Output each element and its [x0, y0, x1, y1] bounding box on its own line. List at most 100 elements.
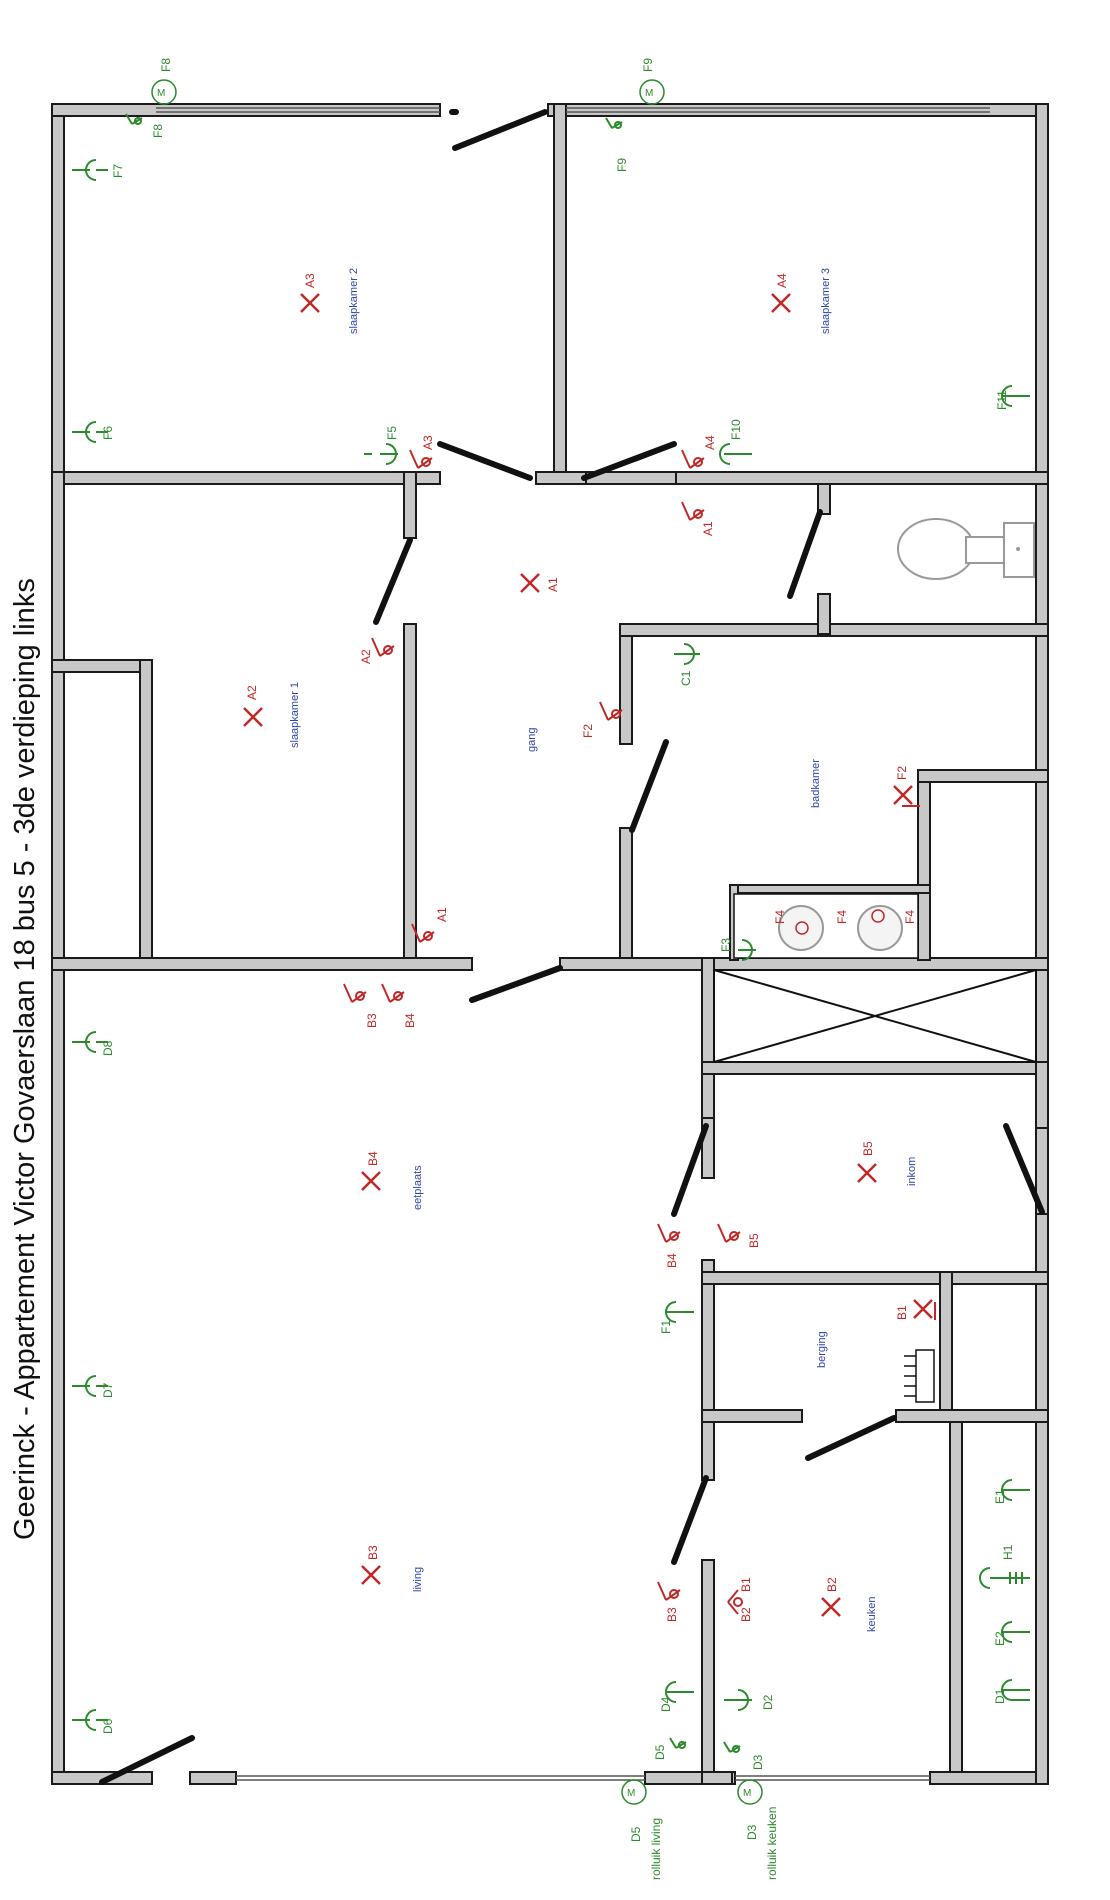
socket-f7-icon: F7: [72, 159, 125, 181]
room-label-berging: berging: [816, 1331, 828, 1368]
socket-d2-icon: D2: [724, 1689, 775, 1711]
shutter-motor-f9-icon: M F9 F9: [605, 58, 665, 172]
svg-text:D5: D5: [653, 1744, 667, 1760]
switch-a1-bottom-icon: A1: [411, 907, 449, 943]
switch-a4-icon: A4: [681, 435, 717, 469]
svg-text:F10: F10: [729, 419, 743, 440]
switch-b2-icon: B2: [727, 1589, 753, 1622]
socket-e2-icon: E2: [993, 1621, 1030, 1646]
socket-c1-icon: C1: [674, 643, 700, 686]
svg-text:A3: A3: [421, 435, 435, 450]
switch-b4-bottom-icon: B4: [657, 1223, 681, 1268]
svg-text:D3: D3: [751, 1754, 765, 1770]
svg-text:B1: B1: [739, 1577, 753, 1592]
light-point-a3-icon: A3: [300, 273, 320, 313]
socket-f5-icon: F5: [364, 426, 399, 465]
spot-labels: F4 F4 F4: [773, 910, 917, 924]
svg-text:D5: D5: [629, 1826, 643, 1842]
socket-f10-icon: F10: [719, 419, 752, 465]
light-point-f2-icon: F2: [893, 766, 920, 807]
socket-f6-icon: F6: [72, 421, 115, 443]
svg-text:D8: D8: [101, 1040, 115, 1056]
svg-text:A3: A3: [303, 273, 317, 288]
svg-text:B2: B2: [825, 1577, 839, 1592]
room-label-gang: gang: [526, 728, 538, 752]
svg-text:F7: F7: [111, 164, 125, 178]
switch-b3-top-icon: B3: [343, 983, 379, 1028]
room-label-living: living: [412, 1567, 424, 1592]
svg-text:A1: A1: [546, 577, 560, 592]
svg-text:D3: D3: [745, 1824, 759, 1840]
sockets: F7 F6 F5 F10 F11 C1 D8 D7: [72, 159, 1030, 1734]
svg-text:D2: D2: [761, 1694, 775, 1710]
light-point-b2-icon: B2: [821, 1577, 841, 1617]
socket-d4-icon: D4: [659, 1681, 694, 1712]
svg-text:M: M: [157, 88, 165, 99]
svg-text:A4: A4: [775, 273, 789, 288]
room-label-eetplaats: eetplaats: [412, 1165, 424, 1210]
svg-text:B5: B5: [747, 1233, 761, 1248]
switch-a3-icon: A3: [409, 435, 435, 469]
svg-text:B4: B4: [665, 1253, 679, 1268]
svg-text:F2: F2: [895, 766, 909, 780]
shutter-motor-d3-icon: M D3 D3 rolluik keuken: [723, 1741, 779, 1880]
svg-text:H1: H1: [1001, 1544, 1015, 1560]
room-label-slaapkamer1: slaapkamer 1: [289, 682, 301, 748]
svg-text:M: M: [627, 1788, 635, 1799]
svg-text:B3: B3: [665, 1607, 679, 1622]
svg-text:F4: F4: [773, 910, 787, 924]
switch-f2-icon: F2: [581, 701, 623, 738]
svg-text:B4: B4: [403, 1013, 417, 1028]
svg-text:E2: E2: [993, 1631, 1007, 1646]
svg-text:M: M: [743, 1788, 751, 1799]
light-points: A3 A4 A1 A2 F2 B4 B5 B1: [243, 273, 936, 1617]
radiator-icon: [904, 1349, 935, 1403]
svg-text:A2: A2: [359, 649, 373, 664]
plan-title: Geerinck - Appartement Victor Govaerslaa…: [9, 578, 41, 1540]
shutter-motor-f8-icon: M F8 F8: [125, 58, 177, 138]
svg-text:D6: D6: [101, 1718, 115, 1734]
svg-text:D4: D4: [659, 1696, 673, 1712]
svg-text:A2: A2: [245, 685, 259, 700]
washbasin-icon: [733, 893, 919, 959]
room-label-slaapkamer2: slaapkamer 2: [348, 268, 360, 334]
switch-a2-icon: A2: [359, 637, 395, 664]
svg-text:F8: F8: [159, 58, 173, 72]
socket-e1-icon: E1: [993, 1479, 1030, 1504]
room-labels: slaapkamer 2 slaapkamer 3 slaapkamer 1 g…: [289, 268, 918, 1632]
light-point-a2-icon: A2: [243, 685, 263, 727]
svg-text:E1: E1: [993, 1489, 1007, 1504]
walls: [51, 103, 1049, 1785]
switch-b4-top-icon: B4: [381, 983, 417, 1028]
svg-text:D7: D7: [101, 1382, 115, 1398]
svg-text:A4: A4: [703, 435, 717, 450]
svg-text:B1: B1: [895, 1305, 909, 1320]
socket-d7-icon: D7: [72, 1375, 115, 1398]
room-label-slaapkamer3: slaapkamer 3: [820, 268, 832, 334]
socket-d8-icon: D8: [72, 1031, 115, 1056]
svg-text:B2: B2: [739, 1607, 753, 1622]
svg-text:F2: F2: [581, 724, 595, 738]
svg-text:F4: F4: [835, 910, 849, 924]
shutter-motor-d5-icon: M D5 D5 rolluik living: [621, 1737, 687, 1880]
socket-f3-icon: F3: [719, 938, 756, 961]
switch-a1-top-icon: A1: [681, 501, 715, 536]
room-label-keuken: keuken: [866, 1597, 878, 1632]
svg-text:F9: F9: [615, 158, 629, 172]
svg-text:F11: F11: [995, 390, 1009, 410]
svg-text:B3: B3: [366, 1545, 380, 1560]
shaft-icon: [713, 969, 1037, 1063]
switch-b1-icon: B1: [739, 1577, 753, 1592]
svg-text:M: M: [645, 88, 653, 99]
socket-h1-icon: H1: [979, 1544, 1030, 1589]
shutters: M F8 F8 M F9 F9 M D5 D5 rolluik living M…: [125, 58, 779, 1880]
svg-text:A1: A1: [435, 907, 449, 922]
socket-f1-icon: F1: [659, 1301, 694, 1334]
svg-text:rolluik living: rolluik living: [649, 1818, 663, 1880]
svg-text:F8: F8: [151, 124, 165, 138]
windows: [156, 107, 990, 1781]
svg-text:F5: F5: [385, 426, 399, 440]
switch-b5-icon: B5: [717, 1223, 761, 1248]
socket-d1-icon: D1: [993, 1679, 1030, 1704]
